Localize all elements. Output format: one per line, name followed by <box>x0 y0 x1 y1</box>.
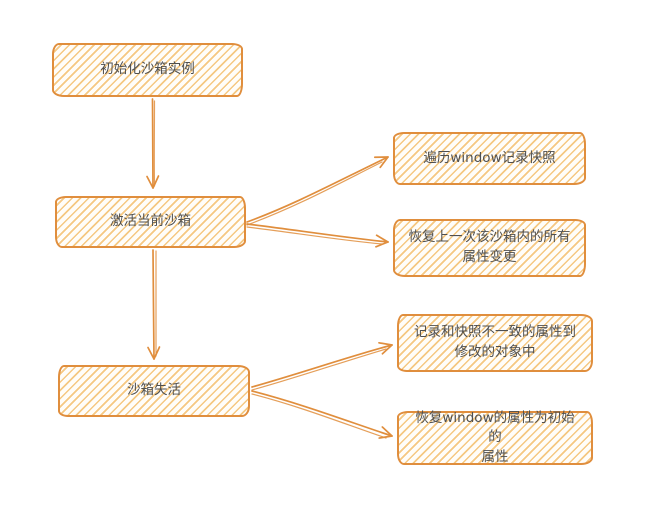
flow-node-restore-sandbox-changes: 恢复上一次该沙箱内的所有 属性变更 <box>393 219 586 277</box>
flow-node-deactivate-sandbox: 沙箱失活 <box>58 365 250 417</box>
edge-activate-restore-changes-stroke2 <box>246 226 383 245</box>
edge-deactivate-record-diff <box>251 341 393 388</box>
edge-deactivate-restore-window <box>251 390 393 439</box>
flow-node-activate-sandbox: 激活当前沙箱 <box>55 196 246 248</box>
edge-activate-restore-changes <box>246 223 389 248</box>
edge-activate-deactivate <box>147 249 161 360</box>
edge-init-activate <box>146 98 160 189</box>
flow-node-record-diff-attributes: 记录和快照不一致的属性到 修改的对象中 <box>397 314 593 372</box>
edge-activate-snapshot <box>246 156 389 223</box>
edge-deactivate-restore-window-stroke2 <box>251 393 387 439</box>
flow-node-restore-window-attributes: 恢复window的属性为初始的 属性 <box>397 410 593 465</box>
edge-activate-snapshot-stroke2 <box>246 161 383 226</box>
flow-node-traverse-window-snapshot: 遍历window记录快照 <box>393 132 586 185</box>
flow-node-init-sandbox: 初始化沙箱实例 <box>52 43 243 97</box>
edge-deactivate-record-diff-stroke2 <box>251 348 387 391</box>
